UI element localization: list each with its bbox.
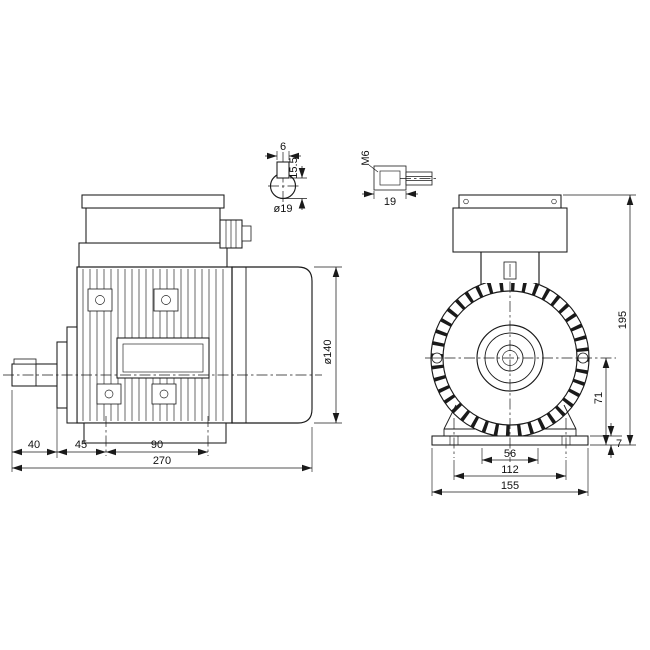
shaft-key <box>13 358 37 365</box>
dim-foot-hole-spacing-side: 90 <box>151 439 163 451</box>
thread-leader-line <box>368 164 379 173</box>
keyway-section-detail: 6 15.5 ø19 <box>265 141 307 215</box>
foot-gusset-left <box>443 404 457 430</box>
foot-gusset-right <box>563 404 577 430</box>
dim-foot-hole-spacing-front: 112 <box>501 464 519 476</box>
top-boss-right <box>153 288 179 312</box>
dim-shaft-diameter: ø19 <box>274 203 293 215</box>
dim-keyway-depth: 15.5 <box>288 157 300 178</box>
dim-overall-length: 270 <box>153 455 171 467</box>
nameplate <box>116 337 210 379</box>
dim-foot-thickness: 7 <box>616 438 622 450</box>
fan-cowl <box>231 266 313 424</box>
lid-screw-right <box>551 198 557 205</box>
dim-foot-hole-half-spacing: 56 <box>504 448 516 460</box>
terminal-box-front <box>452 207 568 253</box>
dim-shaft-length: 40 <box>28 439 40 451</box>
dim-thread-size: M6 <box>360 150 372 165</box>
bottom-boss-left <box>96 383 122 405</box>
front-view: 195 71 7 56 112 155 <box>425 194 636 496</box>
key-block <box>379 170 401 186</box>
shaft-end-block <box>373 165 407 191</box>
dim-key-width: 6 <box>280 141 286 153</box>
dim-shaft-center-height: 71 <box>593 392 605 404</box>
mounting-foot-side <box>83 422 227 444</box>
key-cross-section <box>276 161 290 179</box>
bottom-boss-right <box>151 383 177 405</box>
top-boss-left <box>87 288 113 312</box>
dim-key-length: 19 <box>384 196 396 208</box>
terminal-box-base <box>78 242 228 268</box>
terminal-box-lid <box>81 194 225 209</box>
dim-shaft-to-foot-hole: 45 <box>75 439 87 451</box>
dim-frame-diameter: ø140 <box>322 339 334 364</box>
terminal-box-lid-front <box>458 194 562 209</box>
cable-gland <box>219 219 252 249</box>
lid-screw-left <box>463 198 469 205</box>
dim-foot-width: 155 <box>501 480 519 492</box>
key-detail: M6 19 <box>360 150 438 208</box>
dim-overall-height: 195 <box>617 311 629 329</box>
terminal-box-body <box>85 207 221 244</box>
side-view: ø140 40 45 90 270 <box>3 194 342 472</box>
